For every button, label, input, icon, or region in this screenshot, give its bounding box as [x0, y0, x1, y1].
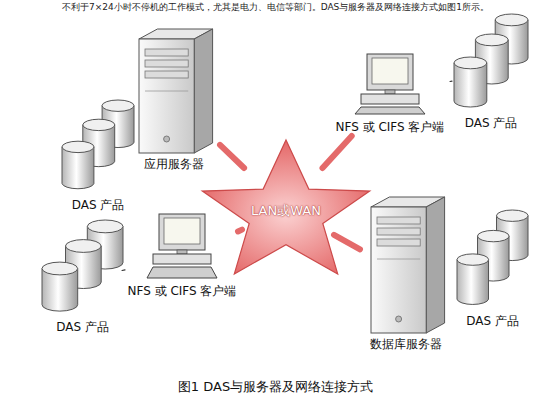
- tower-icon: [360, 193, 452, 333]
- tower-part: [377, 228, 420, 235]
- star-part: [202, 140, 369, 274]
- network-star: LAN或WAN: [238, 168, 334, 248]
- pc-part: [147, 267, 217, 278]
- disk-part: [42, 262, 78, 275]
- pc-part: [177, 250, 187, 254]
- disk-part: [62, 147, 94, 189]
- disk-icon: [452, 12, 530, 112]
- tower-part: [164, 136, 170, 142]
- tower-part: [426, 197, 444, 333]
- disk-part: [83, 119, 115, 130]
- disk-part: [475, 34, 508, 46]
- network-link: [220, 145, 244, 168]
- disk-icon: [40, 218, 125, 316]
- node-label: DAS 产品: [422, 116, 551, 130]
- network-link: [323, 136, 352, 168]
- disk-part: [102, 100, 134, 111]
- tower-part: [396, 316, 402, 322]
- disk-part: [454, 63, 487, 107]
- disk-part: [87, 220, 123, 233]
- pc-part: [367, 54, 413, 90]
- pc-part: [164, 218, 200, 244]
- tower-part: [194, 29, 212, 153]
- tower-part: [377, 259, 420, 260]
- network-link: [238, 230, 242, 232]
- body-text: 不利于7×24小时不停机的工作模式，尤其是电力、电信等部门。DAS与服务器及网络…: [0, 1, 551, 14]
- tower-part: [377, 239, 420, 246]
- pc-part: [159, 214, 205, 250]
- network-link: [334, 235, 360, 250]
- tower-icon: [128, 25, 220, 153]
- node-label: 应用服务器: [98, 157, 250, 171]
- storage-link: [450, 80, 452, 82]
- pc-part: [153, 254, 211, 264]
- disk-icon: [60, 98, 136, 194]
- pc-part: [361, 94, 419, 104]
- client-node: NFS 或 CIFS 客户端: [122, 212, 242, 306]
- disk-part: [66, 240, 102, 253]
- tower-part: [139, 39, 194, 153]
- tower-part: [371, 207, 426, 333]
- figure-caption: 图1 DAS与服务器及网络连接方式: [0, 378, 551, 396]
- disk-part: [497, 210, 529, 221]
- network-label: LAN或WAN: [208, 204, 364, 218]
- tower-part: [145, 91, 188, 92]
- disk-part: [457, 254, 489, 265]
- disk-part: [454, 57, 487, 69]
- node-label: NFS 或 CIFS 客户端: [300, 120, 480, 134]
- pc-icon: [330, 52, 450, 116]
- disk-part: [62, 141, 94, 152]
- pc-part: [372, 58, 408, 84]
- node-label: DAS 产品: [425, 314, 551, 328]
- storage-node: DAS 产品: [455, 208, 530, 332]
- node-label: 数据库服务器: [330, 337, 482, 351]
- tower-part: [145, 60, 188, 67]
- storage-node: DAS 产品: [40, 218, 125, 338]
- pc-part: [385, 90, 395, 94]
- pc-part: [355, 107, 425, 114]
- server-node: 数据库服务器: [360, 193, 452, 357]
- disk-part: [495, 14, 528, 26]
- disk-part: [478, 230, 510, 241]
- node-label: DAS 产品: [10, 320, 155, 334]
- node-label: NFS 或 CIFS 客户端: [92, 284, 272, 298]
- pc-icon: [122, 212, 242, 280]
- client-node: NFS 或 CIFS 客户端: [330, 52, 450, 136]
- tower-part: [377, 217, 420, 224]
- storage-node: DAS 产品: [60, 98, 136, 216]
- tower-part: [145, 49, 188, 56]
- disk-icon: [455, 208, 530, 310]
- server-node: 应用服务器: [128, 25, 220, 177]
- node-label: DAS 产品: [30, 198, 166, 212]
- storage-node: DAS 产品: [452, 12, 530, 134]
- storage-link: [122, 269, 125, 271]
- tower-part: [145, 71, 188, 78]
- disk-part: [457, 260, 489, 305]
